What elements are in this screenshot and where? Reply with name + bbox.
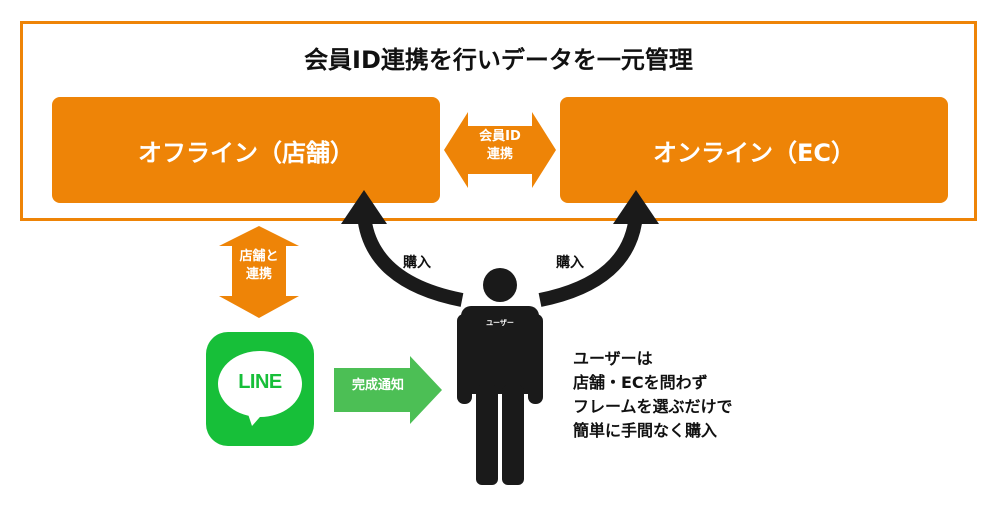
id-link-double-arrow (444, 112, 556, 188)
online-ec-label: オンライン（EC） (652, 138, 855, 167)
store-link-double-arrow (219, 226, 299, 318)
description-line-4: 簡単に手間なく購入 (573, 421, 718, 440)
user-shirt-label: ユーザー (486, 319, 514, 327)
purchase-arrow-head-left-icon (341, 190, 387, 224)
store-link-label-line2: 連携 (245, 267, 272, 282)
description-line-1: ユーザーは (573, 349, 653, 368)
completion-label: 完成通知 (351, 378, 404, 393)
diagram-title: 会員ID連携を行いデータを一元管理 (304, 46, 693, 74)
offline-store-label: オフライン（店舗） (138, 138, 354, 167)
completion-notification-arrow (334, 356, 442, 424)
user-person-icon (457, 268, 543, 485)
id-link-label: 会員ID 連携 (462, 128, 538, 164)
store-link-label-line1: 店舗と (239, 249, 279, 264)
purchase-label-right: 購入 (556, 255, 584, 271)
description-line-2: 店舗・ECを問わず (573, 373, 708, 392)
offline-store-box: オフライン（店舗） (52, 97, 440, 203)
line-logo-text: LINE (238, 371, 282, 393)
system-frame (20, 21, 977, 221)
description-line-3: フレームを選ぶだけで (573, 397, 733, 416)
line-speech-bubble-icon (218, 351, 302, 426)
purchase-label-left: 購入 (403, 255, 431, 271)
user-description: ユーザーは 店舗・ECを問わず フレームを選ぶだけで 簡単に手間なく購入 (573, 347, 733, 443)
id-link-label-line2: 連携 (486, 147, 513, 162)
store-link-label: 店舗と 連携 (214, 248, 304, 284)
purchase-arrow-to-offline (357, 214, 464, 307)
purchase-arrow-head-right-icon (613, 190, 659, 224)
purchase-arrow-to-online (538, 214, 643, 307)
id-link-label-line1: 会員ID (479, 129, 521, 144)
online-ec-box: オンライン（EC） (560, 97, 948, 203)
